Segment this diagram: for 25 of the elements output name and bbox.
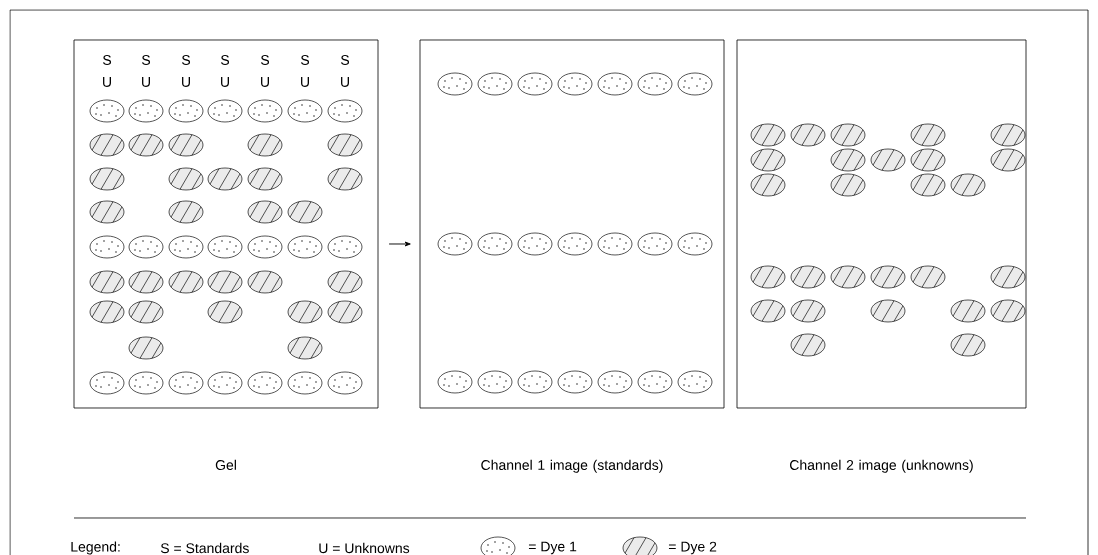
lane-letter: U [261,77,269,87]
lane-letter: U [301,77,309,87]
image-panel: Channel 2 image (unknowns) [736,39,1027,473]
lane-letter: S [260,55,270,65]
lane-letter: S [300,55,310,65]
image-panel: Channel 1 image (standards) [419,39,725,473]
legend-text: S = Standards [160,542,249,554]
legend-text: U = Unknowns [319,542,410,554]
arrow [388,241,411,247]
legend-text: = Dye 2 [668,541,717,555]
lane-letter: U [221,77,229,87]
lane-letter: U [142,77,150,87]
lane-letter: S [340,55,350,65]
lane-letter: S [102,55,112,65]
lane-letter: U [103,77,111,87]
node-label: Gel [215,459,236,470]
lane-letter: S [181,55,191,65]
lane-letter: U [182,77,190,87]
legend-text: = Dye 1 [528,541,577,555]
lane-letter: S [220,55,230,65]
legend-text: Legend: [71,541,120,555]
lane-letter: S [141,55,151,65]
lane-letter: U [341,77,349,87]
node-label: Channel 1 image (standards) [481,459,663,473]
node-label: Channel 2 image (unknowns) [790,459,973,473]
